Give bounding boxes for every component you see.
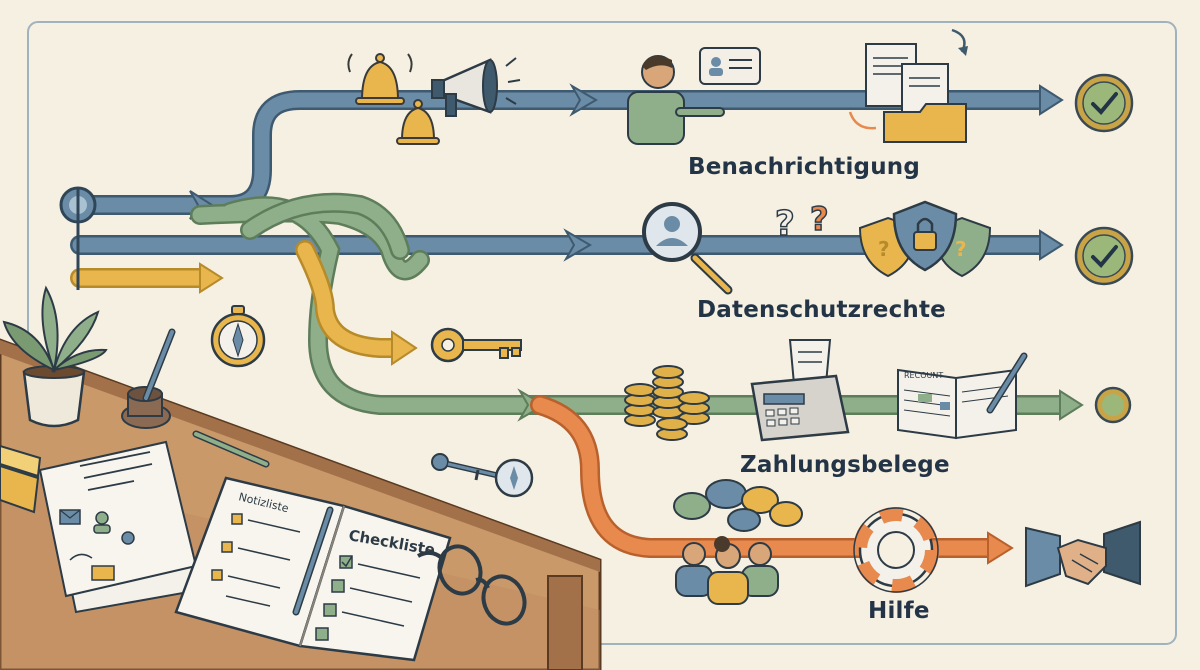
receipt-book-heading: RECOUNT bbox=[904, 371, 943, 380]
check-icon bbox=[1074, 73, 1134, 133]
potted-plant-icon bbox=[2, 285, 108, 428]
arrow-head bbox=[987, 531, 1014, 565]
start-node bbox=[59, 186, 97, 290]
question-mark-icon: ? bbox=[810, 200, 829, 238]
shield-lock-icon: ? ? bbox=[858, 200, 992, 278]
chevron-icon bbox=[569, 83, 598, 117]
flow-label-payment: Zahlungsbelege bbox=[740, 452, 950, 478]
key-icon bbox=[431, 453, 501, 481]
pending-node-icon bbox=[1094, 386, 1132, 424]
question-mark-icon: ? bbox=[775, 204, 795, 244]
flow-label-notification: Benachrichtigung bbox=[688, 154, 921, 180]
arrow-head bbox=[1039, 84, 1064, 116]
pen-holder-icon bbox=[121, 328, 176, 429]
documents-folder-icon bbox=[848, 28, 968, 143]
coins-icon bbox=[624, 365, 710, 441]
bell-icon bbox=[396, 99, 440, 145]
svg-text:?: ? bbox=[878, 237, 890, 261]
compass-icon bbox=[210, 305, 266, 368]
flow-label-help: Hilfe bbox=[868, 598, 930, 624]
magnifier-person-icon bbox=[642, 202, 733, 295]
ledger-book-icon: RECOUNT bbox=[897, 352, 1028, 440]
group-people-icon bbox=[675, 536, 779, 605]
flow-label-privacy: Datenschutzrechte bbox=[697, 297, 946, 323]
person-icon bbox=[627, 55, 725, 145]
arrow-head bbox=[1039, 229, 1064, 261]
handshake-icon bbox=[1025, 520, 1141, 588]
check-icon bbox=[1074, 226, 1134, 286]
pen-icon bbox=[192, 430, 270, 468]
profile-card-icon bbox=[699, 47, 761, 85]
help-path bbox=[530, 395, 1000, 558]
megaphone-icon bbox=[431, 57, 521, 117]
speech-bubbles-icon bbox=[673, 479, 803, 532]
lifebuoy-icon bbox=[853, 507, 939, 593]
arrow-head bbox=[199, 262, 224, 294]
sticky-notes-icon bbox=[0, 444, 42, 514]
open-notebook-icon: Notizliste Checkliste bbox=[174, 476, 452, 662]
arrow-head bbox=[391, 330, 418, 366]
compass-icon bbox=[494, 458, 534, 498]
svg-text:?: ? bbox=[955, 237, 967, 261]
yellow-path bbox=[70, 240, 405, 358]
arrow-head bbox=[1059, 389, 1084, 421]
chevron-icon bbox=[563, 228, 592, 262]
glasses-icon bbox=[417, 544, 527, 626]
key-icon bbox=[430, 327, 522, 363]
cash-register-icon bbox=[750, 339, 850, 442]
bell-icon bbox=[347, 53, 413, 105]
